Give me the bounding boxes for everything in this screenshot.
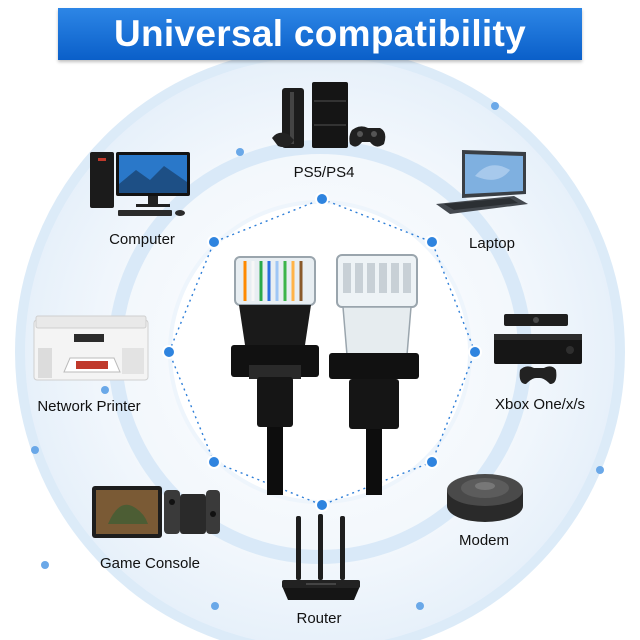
label-xbox: Xbox One/x/s <box>494 396 586 413</box>
ethernet-cable-icon <box>231 254 419 495</box>
label-ps: PS5/PS4 <box>293 164 355 181</box>
router-icon <box>282 514 360 600</box>
dot-top-right <box>425 235 439 249</box>
ring-dot <box>41 561 49 569</box>
dot-right <box>468 345 482 359</box>
dot-top <box>315 192 329 206</box>
label-laptop: Laptop <box>469 235 515 252</box>
label-console: Game Console <box>99 555 201 572</box>
ring-dot <box>416 602 424 610</box>
label-printer: Network Printer <box>37 398 141 415</box>
connection-dots <box>162 192 482 512</box>
dot-bottom-right <box>425 455 439 469</box>
ring-dot <box>236 148 244 156</box>
playstation-console-icon <box>272 82 386 148</box>
dot-top-left <box>207 235 221 249</box>
banner-title: Universal compatibility <box>114 13 526 54</box>
label-computer: Computer <box>109 231 175 248</box>
label-modem: Modem <box>458 532 510 549</box>
modem-icon <box>447 474 523 522</box>
label-router: Router <box>296 610 342 627</box>
connection-octagon <box>168 198 476 506</box>
dot-bottom <box>315 498 329 512</box>
dot-bottom-left <box>207 455 221 469</box>
printer-icon <box>33 315 149 381</box>
dot-left <box>162 345 176 359</box>
ring-dot <box>596 466 604 474</box>
title-banner: Universal compatibility <box>58 8 582 60</box>
ring-dot <box>491 102 499 110</box>
ring-dot <box>211 602 219 610</box>
outer-ring-dots <box>31 102 604 610</box>
ring-dot <box>31 446 39 454</box>
laptop-icon <box>436 150 528 214</box>
desktop-computer-icon <box>90 152 190 216</box>
xbox-console-icon <box>494 314 582 384</box>
handheld-console-icon <box>92 486 220 538</box>
ring-dot <box>101 386 109 394</box>
